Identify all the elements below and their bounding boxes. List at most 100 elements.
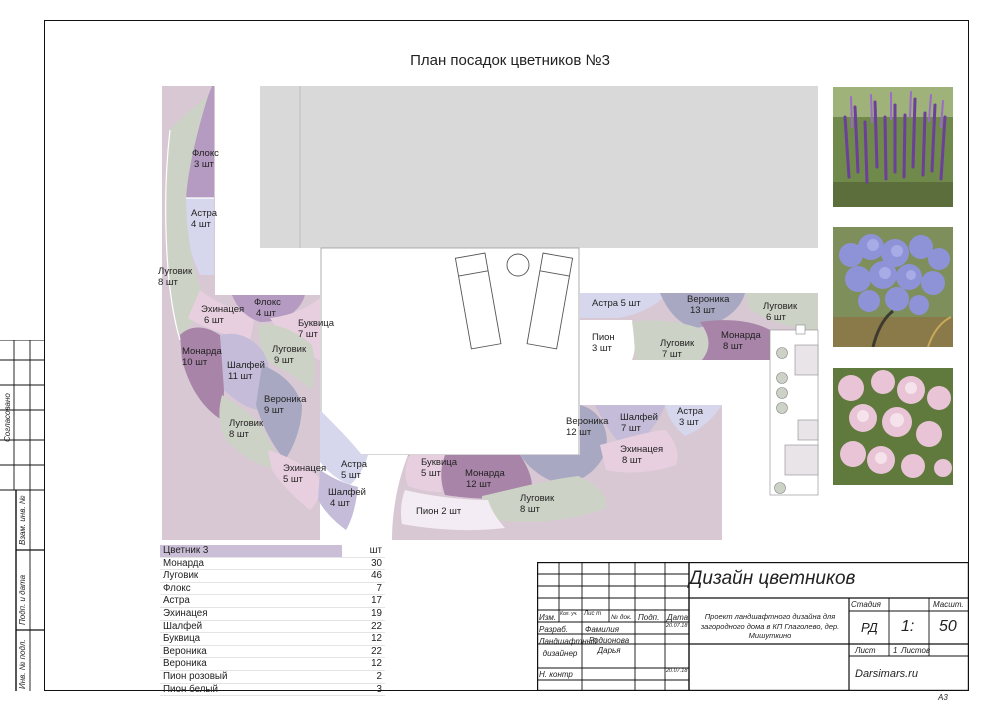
garden-path: [350, 455, 408, 540]
zone-label: Эхинацея: [201, 304, 244, 315]
stamp-list-no: 1: [893, 646, 898, 655]
zone-qty: 12 шт: [566, 427, 592, 438]
photo-shalfey: [833, 87, 953, 207]
table-row: Астра 17: [160, 595, 385, 608]
zone-qty: 5 шт: [421, 468, 442, 479]
zone-qty: 3 шт: [194, 159, 215, 170]
row-qty: 22: [371, 620, 382, 632]
stamp-razrab: Разраб.: [539, 625, 568, 634]
house: [260, 86, 818, 248]
left-margin-strip: Согласовано Взам. инв. № Подп. и дата Ин…: [0, 340, 44, 691]
zone-label: Астра: [677, 406, 704, 417]
zone-qty: 3 шт: [679, 417, 700, 428]
stamp-nkontr-date: 20.07.18: [666, 668, 688, 674]
zone-label: Эхинацея: [620, 444, 663, 455]
zone-qty: 8 шт: [723, 341, 744, 352]
zone-label: Шалфей: [620, 412, 658, 423]
zone-lugovik-9: [258, 324, 315, 390]
paving-right: [769, 324, 819, 496]
zone-veronika-12: [520, 405, 607, 485]
zone-label: Луговик: [520, 493, 555, 504]
stamp-listov: Листов: [901, 646, 931, 655]
zone-label: Пион 2 шт: [416, 506, 462, 517]
zone-label: Вероника: [687, 294, 730, 305]
row-name: Луговик: [163, 570, 199, 582]
stamp-stage: РД: [861, 620, 878, 635]
table-row: Монарда 30: [160, 558, 385, 571]
zone-label: Луговик: [660, 338, 695, 349]
zone-monarda-10: [180, 327, 225, 420]
table-row: Эхинацея 19: [160, 608, 385, 621]
row-qty: 17: [371, 595, 382, 607]
zone-label: Луговик: [158, 266, 193, 277]
stamp-site: Darsimars.ru: [855, 668, 918, 680]
zone-qty: 5 шт: [283, 474, 304, 485]
zone-label: Вероника: [264, 394, 307, 405]
zone-lugovik-7: [632, 320, 715, 360]
zone-label: Шалфей: [227, 360, 265, 371]
project-name: Проект ландшафтного дизайна для загородн…: [700, 612, 840, 640]
zone-qty: 9 шт: [274, 355, 295, 366]
zone-label: Астра: [191, 208, 218, 219]
zone-veronika-9: [256, 365, 302, 460]
zone-label: Флокс: [192, 148, 219, 159]
stamp-razrab-name: Фамилия: [585, 625, 619, 634]
zone-lugovik-8c: [482, 476, 607, 522]
row-qty: 3: [376, 683, 382, 695]
row-qty: 2: [376, 670, 382, 682]
plan-title: План посадок цветников №3: [410, 52, 610, 69]
stamp-role: Ландшафтный дизайнер: [539, 637, 597, 658]
row-qty: 7: [376, 582, 382, 594]
zone-label: Астра 5 шт: [592, 298, 641, 309]
zone-ekhinatseya-6: [188, 290, 255, 340]
zone-pion-3: [580, 320, 635, 360]
zone-qty: 8 шт: [520, 504, 541, 515]
zone-label: Вероника: [566, 416, 609, 427]
zone-qty: 4 шт: [191, 219, 212, 230]
strip-vzam: Взам. инв. №: [18, 495, 27, 545]
row-name: Эхинацея: [163, 607, 208, 619]
stamp-stadiya: Стадия: [851, 600, 881, 609]
zone-label: Луговик: [763, 301, 798, 312]
row-qty: 19: [371, 607, 382, 619]
zone-astra-5-east: [580, 293, 668, 318]
row-qty: 22: [371, 645, 382, 657]
zone-lugovik-6: [745, 293, 818, 330]
row-name: Астра: [163, 595, 190, 607]
stamp-masht: Масшт.: [933, 600, 964, 609]
zone-label: Флокс: [254, 297, 281, 308]
zone-shalfey-11: [220, 333, 269, 410]
zone-flox-3: [184, 86, 214, 198]
zone-astra-4: [183, 198, 214, 275]
row-qty: 30: [371, 557, 382, 569]
zone-label: Луговик: [272, 344, 307, 355]
zone-qty: 7 шт: [298, 329, 319, 340]
zone-astra-5: [320, 410, 368, 485]
zone-ekhinatseya-5: [268, 450, 322, 510]
stamp-list-label: Лист: [855, 646, 876, 655]
terrace: [320, 247, 580, 456]
row-name: Шалфей: [163, 620, 203, 632]
zone-qty: 13 шт: [690, 305, 716, 316]
zone-label: Буквица: [421, 457, 458, 468]
zone-qty: 3 шт: [592, 343, 613, 354]
sheet-format: А3: [938, 693, 948, 702]
zone-veronika-13: [660, 293, 745, 328]
title-block-grid: [537, 562, 969, 691]
zone-ekhinatseya-8: [600, 430, 678, 473]
zone-label: Эхинацея: [283, 463, 326, 474]
zone-qty: 12 шт: [466, 479, 492, 490]
stamp-nkontr: Н. контр: [539, 670, 573, 679]
strip-podp-data: Подп. и дата: [18, 574, 27, 625]
zone-astra-3: [665, 405, 722, 436]
row-name: Монарда: [163, 557, 204, 569]
stamp-scale-prefix: 1:: [901, 618, 915, 635]
zone-label: Шалфей: [328, 487, 366, 498]
zone-qty: 4 шт: [330, 498, 351, 509]
totals-header: Цветник 3 шт: [160, 545, 385, 558]
